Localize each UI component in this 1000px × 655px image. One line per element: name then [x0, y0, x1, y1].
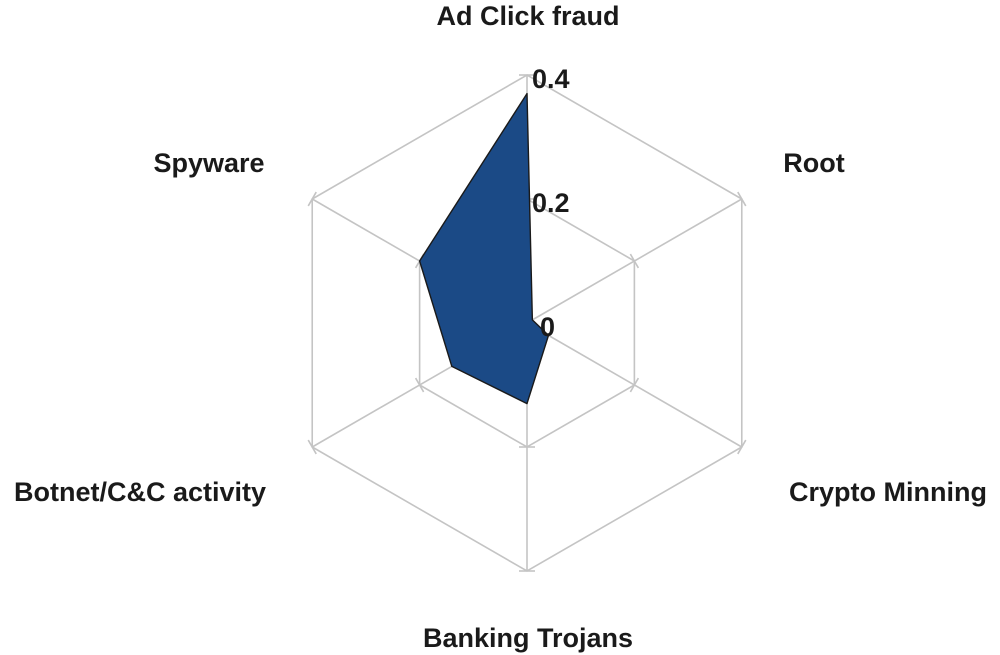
tick-mark	[737, 191, 747, 207]
category-label-spyware: Spyware	[153, 148, 264, 178]
radial-tick-labels: 0 0.2 0.4	[532, 64, 570, 342]
tick-mark	[737, 439, 747, 455]
series-area	[418, 92, 550, 405]
tick-label-0: 0	[540, 312, 555, 342]
tick-label-0.2: 0.2	[532, 188, 570, 218]
tick-mark	[307, 439, 317, 455]
category-label-banking-trojans: Banking Trojans	[423, 623, 633, 653]
tick-mark	[414, 377, 425, 393]
category-label-ad-click-fraud: Ad Click fraud	[436, 1, 619, 31]
tick-mark	[307, 191, 317, 207]
tick-label-0.4: 0.4	[532, 64, 570, 94]
category-label-crypto-minning: Crypto Minning	[789, 477, 987, 507]
category-label-root: Root	[783, 148, 844, 178]
tick-mark	[629, 377, 640, 393]
category-label-botnet: Botnet/C&C activity	[14, 477, 266, 507]
tick-mark	[629, 253, 640, 269]
category-labels: Ad Click fraud Root Crypto Minning Banki…	[14, 1, 987, 653]
